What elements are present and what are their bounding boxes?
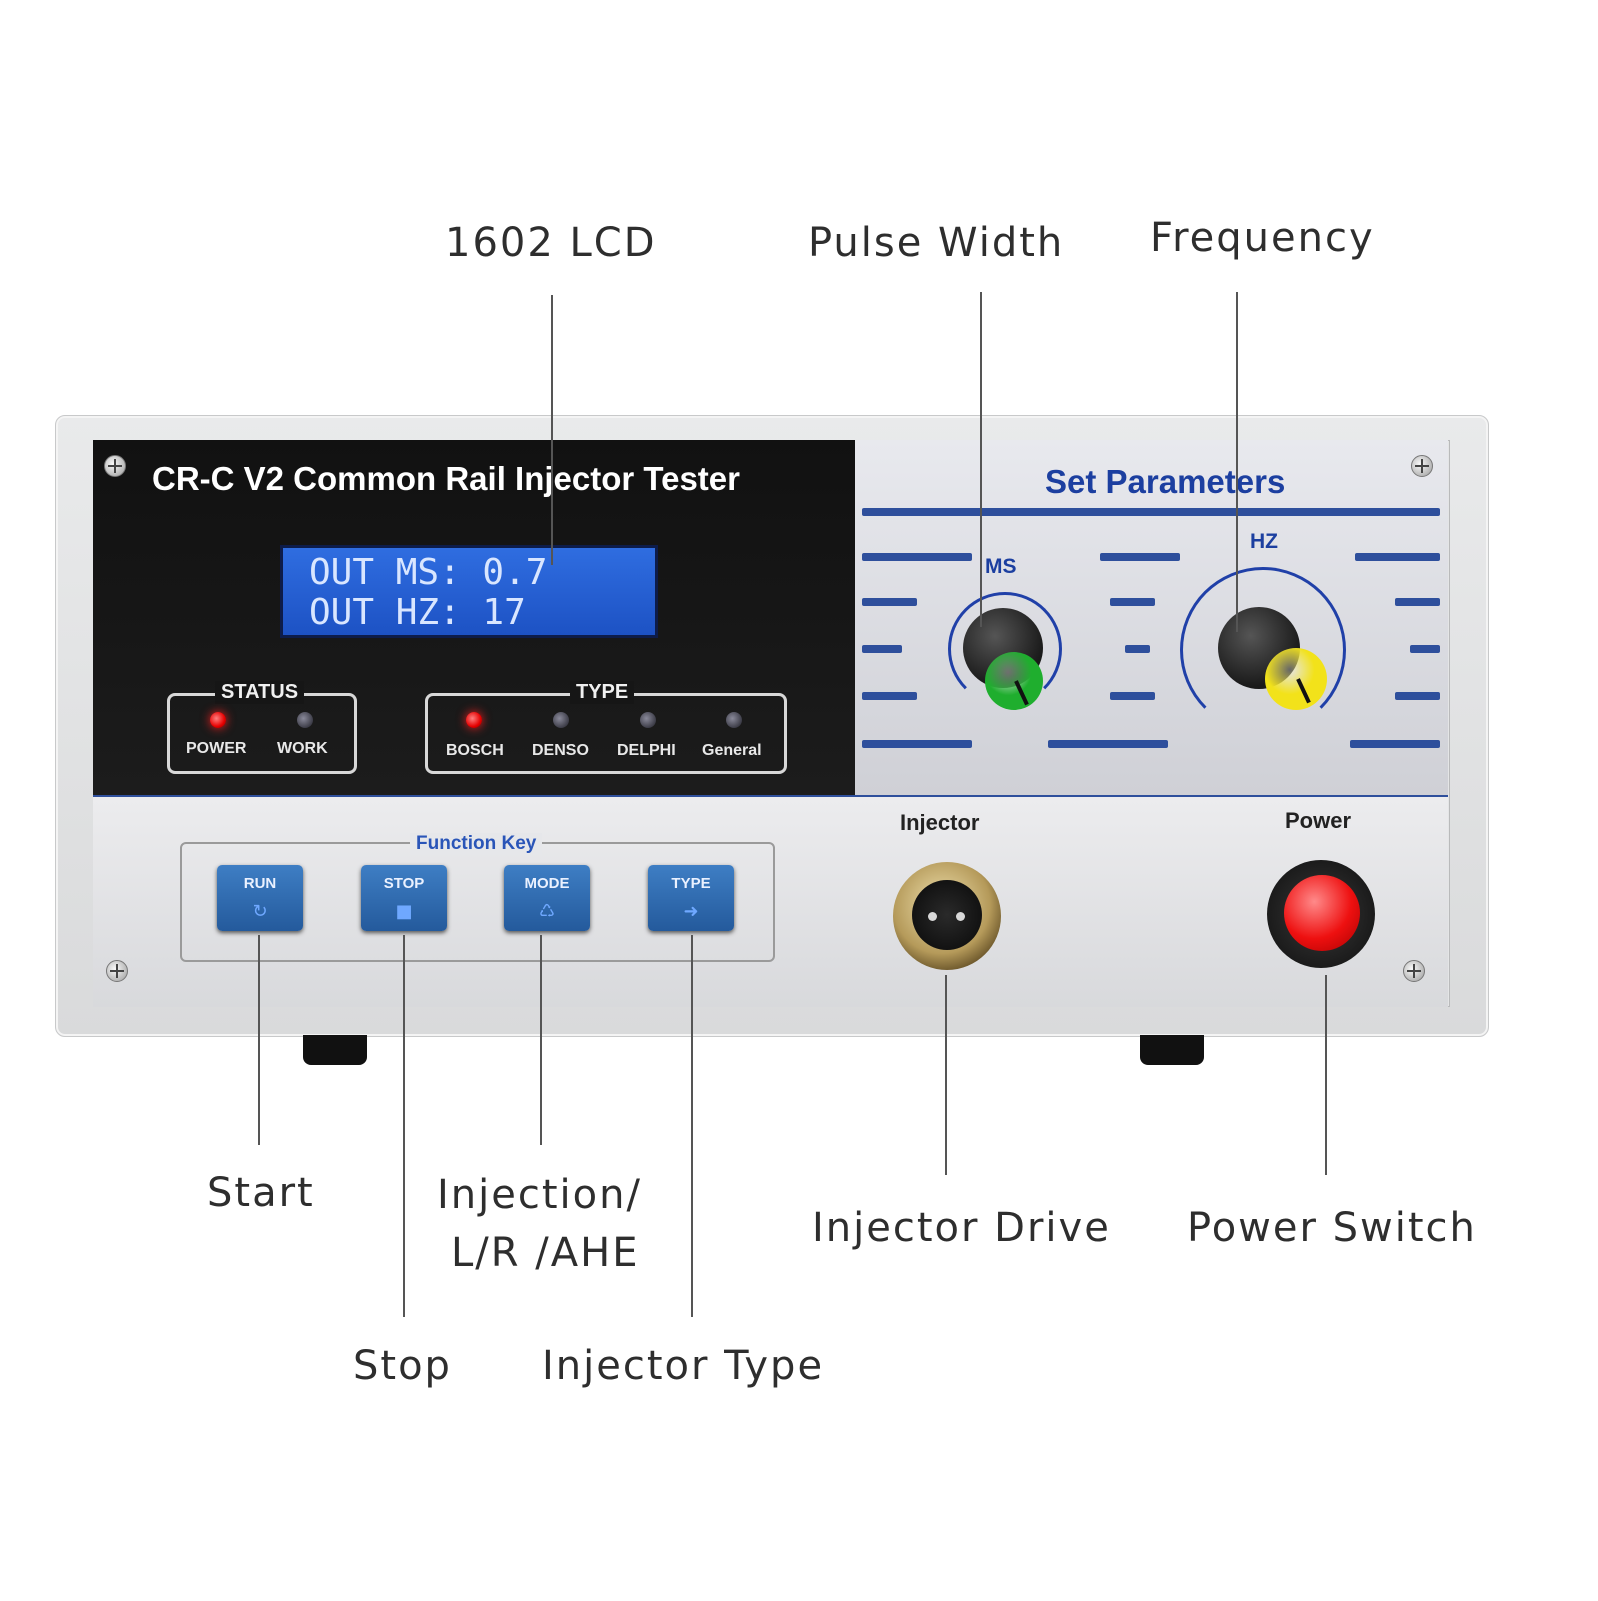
power-label: Power bbox=[1285, 808, 1352, 833]
mode-button[interactable]: MODE ♺ bbox=[504, 865, 590, 931]
hz-knob-cap[interactable] bbox=[1265, 648, 1327, 710]
lcd-display: OUT MS: 0.7 OUT HZ: 17 bbox=[280, 545, 658, 638]
ms-knob-label: MS bbox=[985, 555, 1017, 578]
stripe bbox=[1410, 645, 1440, 653]
callout-stop: Stop bbox=[353, 1343, 452, 1389]
leader-line-power-switch bbox=[1325, 975, 1327, 1175]
power-switch-button[interactable] bbox=[1284, 875, 1360, 951]
callout-injector-drive: Injector Drive bbox=[812, 1205, 1111, 1251]
stripe bbox=[862, 645, 902, 653]
run-button[interactable]: RUN ↻ bbox=[217, 865, 303, 931]
callout-pulse-width: Pulse Width bbox=[808, 220, 1065, 266]
stripe bbox=[1125, 645, 1150, 653]
lower-panel bbox=[93, 795, 1448, 1007]
screw-top-left bbox=[104, 455, 126, 477]
stop-icon: ■ bbox=[395, 901, 413, 922]
injector-connector-socket bbox=[912, 880, 982, 950]
leader-line-stop bbox=[403, 935, 405, 1317]
stripe bbox=[1110, 692, 1155, 700]
callout-injection-line1: Injection/ bbox=[437, 1172, 642, 1218]
run-button-label: RUN bbox=[243, 875, 277, 892]
callout-lcd: 1602 LCD bbox=[445, 220, 657, 266]
power-status-led bbox=[210, 712, 226, 728]
connector-pin bbox=[956, 912, 965, 921]
hz-knob-arc bbox=[1180, 567, 1346, 733]
set-parameters-panel bbox=[855, 440, 1448, 795]
stripe bbox=[862, 692, 917, 700]
stop-button[interactable]: STOP ■ bbox=[361, 865, 447, 931]
general-led bbox=[726, 712, 742, 728]
type-title: TYPE bbox=[570, 681, 635, 704]
ms-knob-cap[interactable] bbox=[985, 652, 1043, 710]
arrow-right-icon: ➜ bbox=[683, 901, 699, 922]
stripe bbox=[1395, 692, 1440, 700]
leader-line-injector-drive bbox=[945, 975, 947, 1175]
leader-line-lcd bbox=[551, 295, 553, 565]
callout-start: Start bbox=[207, 1170, 315, 1216]
hz-knob-label: HZ bbox=[1250, 530, 1278, 553]
leader-line-frequency bbox=[1236, 292, 1238, 632]
leader-line-pulse-width bbox=[980, 292, 982, 627]
set-parameters-title: Set Parameters bbox=[1045, 463, 1286, 500]
denso-label: DENSO bbox=[532, 742, 589, 759]
device-title: CR-C V2 Common Rail Injector Tester bbox=[152, 460, 740, 497]
device-foot-right bbox=[1140, 1035, 1204, 1065]
function-key-title: Function Key bbox=[410, 833, 543, 855]
screw-bottom-left bbox=[106, 960, 128, 982]
power-status-label: POWER bbox=[186, 740, 247, 757]
stripe-top bbox=[862, 508, 1440, 516]
stripe bbox=[862, 553, 972, 561]
status-group bbox=[167, 693, 357, 774]
stop-button-label: STOP bbox=[383, 875, 425, 892]
leader-line-start bbox=[258, 935, 260, 1145]
callout-injector-type: Injector Type bbox=[542, 1343, 825, 1389]
bosch-led bbox=[466, 712, 482, 728]
stripe bbox=[862, 598, 917, 606]
bosch-label: BOSCH bbox=[446, 742, 504, 759]
delphi-label: DELPHI bbox=[617, 742, 676, 759]
general-label: General bbox=[702, 742, 762, 759]
delphi-led bbox=[640, 712, 656, 728]
mode-icon: ♺ bbox=[538, 901, 556, 922]
lcd-line-1: OUT MS: 0.7 bbox=[309, 552, 548, 593]
callout-frequency: Frequency bbox=[1150, 215, 1375, 261]
injector-label: Injector bbox=[900, 810, 980, 835]
connector-pin bbox=[928, 912, 937, 921]
stripe bbox=[862, 740, 972, 748]
status-title: STATUS bbox=[215, 681, 305, 704]
screw-top-right bbox=[1411, 455, 1433, 477]
type-group bbox=[425, 693, 787, 774]
stripe bbox=[1355, 553, 1440, 561]
device-foot-left bbox=[303, 1035, 367, 1065]
type-button[interactable]: TYPE ➜ bbox=[648, 865, 734, 931]
stripe bbox=[1100, 553, 1180, 561]
screw-bottom-right bbox=[1403, 960, 1425, 982]
denso-led bbox=[553, 712, 569, 728]
run-icon: ↻ bbox=[252, 901, 268, 922]
stripe bbox=[1048, 740, 1168, 748]
lcd-line-2: OUT HZ: 17 bbox=[309, 592, 526, 633]
stripe bbox=[1350, 740, 1440, 748]
work-status-led bbox=[297, 712, 313, 728]
callout-injection-line2: L/R /AHE bbox=[451, 1230, 640, 1276]
leader-line-injector-type bbox=[691, 935, 693, 1317]
stripe bbox=[1110, 598, 1155, 606]
mode-button-label: MODE bbox=[524, 875, 570, 892]
work-status-label: WORK bbox=[277, 740, 328, 757]
callout-power-switch: Power Switch bbox=[1187, 1205, 1477, 1251]
stripe bbox=[1395, 598, 1440, 606]
ms-knob-arc bbox=[948, 592, 1062, 706]
type-button-label: TYPE bbox=[671, 875, 711, 892]
leader-line-injection bbox=[540, 935, 542, 1145]
